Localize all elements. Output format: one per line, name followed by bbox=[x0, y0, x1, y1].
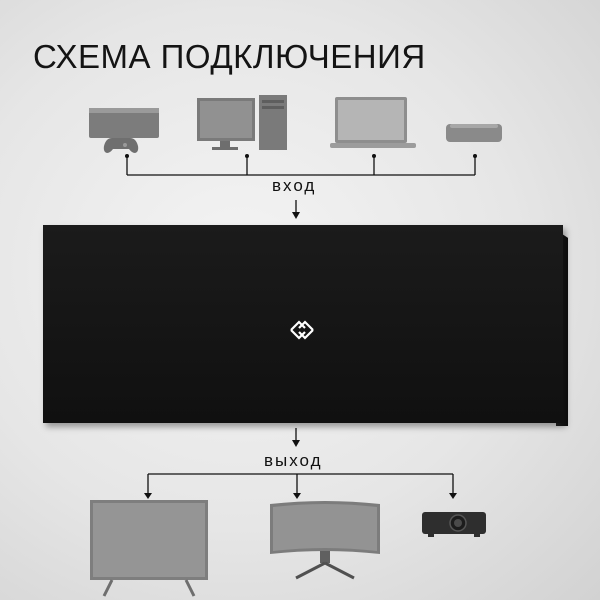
output-label: выход bbox=[264, 451, 323, 470]
brand-logo-icon bbox=[290, 320, 314, 340]
output-arrow-head bbox=[292, 440, 300, 447]
laptop-icon bbox=[330, 97, 416, 148]
media-player-icon bbox=[446, 124, 502, 142]
desktop-computer-icon bbox=[197, 95, 287, 150]
input-label: вход bbox=[272, 176, 317, 195]
tv-icon bbox=[90, 500, 208, 597]
curved-monitor-icon bbox=[270, 501, 380, 580]
projector-icon bbox=[422, 512, 486, 537]
game-console-icon bbox=[89, 108, 159, 153]
page-title: СХЕМА ПОДКЛЮЧЕНИЯ bbox=[33, 38, 426, 75]
input-arrow-head bbox=[292, 212, 300, 219]
